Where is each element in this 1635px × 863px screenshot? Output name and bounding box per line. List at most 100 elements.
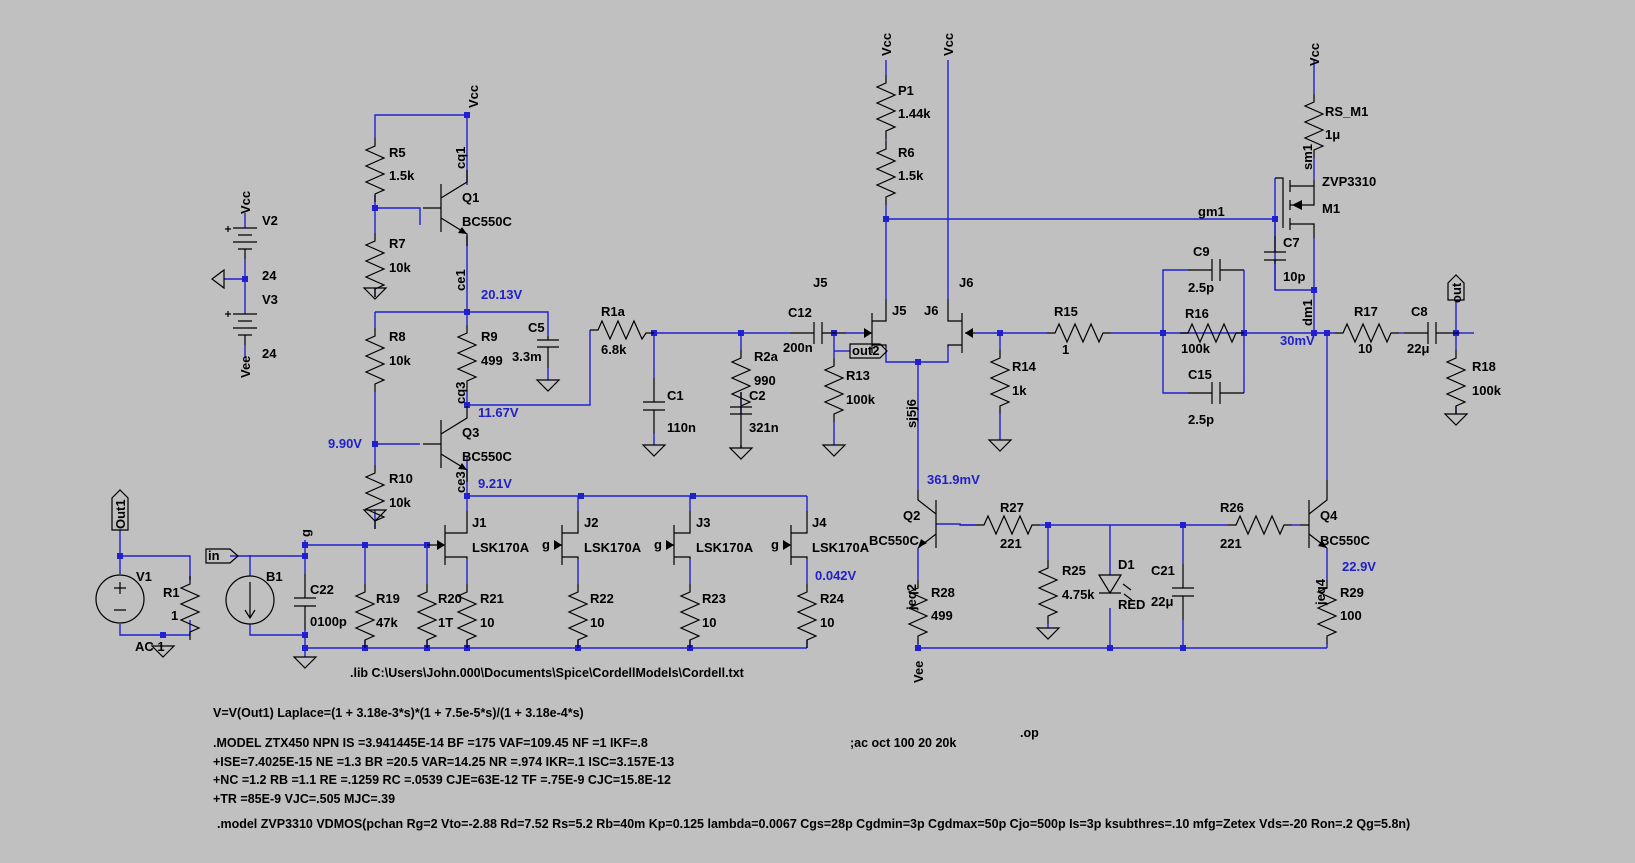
svg-text:10k: 10k (389, 495, 411, 510)
svg-text:R29: R29 (1340, 585, 1364, 600)
svg-text:Out1: Out1 (113, 499, 128, 529)
svg-text:ZVP3310: ZVP3310 (1322, 174, 1376, 189)
svg-text:ce3: ce3 (453, 471, 468, 493)
jfet-j6: J6 J6 (924, 275, 975, 353)
ground-r18 (1444, 413, 1468, 426)
resistor-r1a: R1a 6.8k (590, 304, 654, 357)
resistor-r18: R18 100k (1446, 349, 1502, 415)
svg-text:0100p: 0100p (310, 614, 347, 629)
svg-text:R9: R9 (481, 329, 498, 344)
port-in[interactable]: in (205, 548, 239, 564)
svg-text:R14: R14 (1012, 359, 1037, 374)
svg-text:g: g (654, 537, 662, 552)
ground-c1 (642, 444, 666, 457)
ground-input (293, 656, 317, 669)
svg-text:200n: 200n (783, 340, 813, 355)
resistor-r26: R26 221 (1220, 500, 1293, 551)
resistor-r22: R22 10 (568, 583, 614, 649)
model-npn-line-2: +ISE=7.4025E-15 NE =1.3 BR =20.5 VAR=14.… (213, 755, 674, 769)
svg-text:4.75k: 4.75k (1062, 587, 1095, 602)
svg-text:R21: R21 (480, 591, 504, 606)
svg-text:cq1: cq1 (453, 147, 468, 169)
resistor-r28: R28 499 (908, 579, 955, 645)
svg-text:LSK170A: LSK170A (812, 540, 870, 555)
svg-text:B1: B1 (266, 569, 283, 584)
svg-text:RS_M1: RS_M1 (1325, 104, 1368, 119)
svg-text:47k: 47k (376, 615, 398, 630)
transistor-q1: Q1 BC550C (422, 169, 512, 247)
svg-text:221: 221 (1000, 536, 1022, 551)
svg-text:R17: R17 (1354, 304, 1378, 319)
svg-text:221: 221 (1220, 536, 1242, 551)
svg-text:R20: R20 (438, 591, 462, 606)
svg-text:ce1: ce1 (453, 269, 468, 291)
transistor-q2: Q2 BC550C (869, 490, 937, 549)
resistor-r7: R7 10k (365, 232, 411, 298)
jfet-j2: J2 LSK170A g (542, 511, 642, 565)
jfet-j5: J5 J5 (813, 275, 906, 353)
voltage-q4-emitter: 22.9V (1342, 559, 1376, 574)
resistor-r1: R1 1 (163, 575, 200, 641)
svg-text:in: in (208, 548, 220, 563)
capacitor-c22: C22 0100p (293, 573, 347, 631)
svg-text:C22: C22 (310, 582, 334, 597)
port-out1[interactable]: Out1 (111, 489, 129, 531)
svg-text:J5: J5 (892, 303, 906, 318)
resistor-r24: R24 10 (797, 583, 845, 649)
svg-text:J3: J3 (696, 515, 710, 530)
svg-text:C8: C8 (1411, 304, 1428, 319)
svg-text:R10: R10 (389, 471, 413, 486)
model-npn-line-1: .MODEL ZTX450 NPN IS =3.941445E-14 BF =1… (213, 736, 648, 750)
net-labels: Vcc Vcc Vee Vcc Vcc Vcc Vee cq1 ce1 cq3 … (238, 33, 1328, 683)
svg-text:R15: R15 (1054, 304, 1078, 319)
resistor-r16: R16 100k (1179, 306, 1245, 356)
resistor-r17: R17 10 (1334, 304, 1400, 356)
svg-text:R1a: R1a (601, 304, 626, 319)
svg-text:R25: R25 (1062, 563, 1086, 578)
resistor-r15: R15 1 (1046, 304, 1112, 357)
svg-text:Vee: Vee (238, 356, 253, 378)
resistor-r21: R21 10 (457, 583, 504, 649)
capacitor-c15: C15 2.5p (1187, 367, 1245, 427)
resistor-r20: R20 1T (417, 583, 462, 649)
resistor-r29: R29 100 (1317, 579, 1364, 645)
svg-text:100k: 100k (1472, 383, 1502, 398)
voltage-labels: 20.13V 11.67V 9.90V 9.21V 0.042V 361.9mV… (328, 287, 1376, 583)
led-d1: D1 RED (1097, 557, 1145, 612)
port-out2[interactable]: out2 (849, 343, 888, 359)
voltage-ce3: 9.21V (478, 476, 512, 491)
port-out[interactable]: out (1447, 274, 1465, 303)
resistor-r5: R5 1.5k (365, 137, 415, 203)
svg-text:10k: 10k (389, 260, 411, 275)
resistor-r9: R9 499 (457, 324, 503, 390)
svg-text:1.5k: 1.5k (389, 168, 415, 183)
svg-text:cq3: cq3 (453, 382, 468, 404)
svg-text:C7: C7 (1283, 235, 1300, 250)
svg-text:Q3: Q3 (462, 425, 479, 440)
svg-text:Vcc: Vcc (1307, 43, 1322, 66)
svg-text:LSK170A: LSK170A (584, 540, 642, 555)
svg-text:R6: R6 (898, 145, 915, 160)
svg-text:Vcc: Vcc (466, 85, 481, 108)
resistor-r23: R23 10 (680, 583, 726, 649)
svg-text:1k: 1k (1012, 383, 1027, 398)
svg-text:R8: R8 (389, 329, 406, 344)
capacitor-c2: C2 321n (730, 388, 779, 448)
svg-text:Q2: Q2 (903, 508, 920, 523)
svg-text:gm1: gm1 (1198, 204, 1225, 219)
svg-text:22μ: 22μ (1407, 341, 1429, 356)
resistor-p1: P1 1.44k (876, 74, 931, 140)
voltage-j4-source: 0.042V (815, 568, 857, 583)
transistor-q3: Q3 BC550C (422, 405, 512, 483)
resistor-r19: R19 47k (355, 583, 400, 649)
svg-text:M1: M1 (1322, 201, 1340, 216)
resistor-r6: R6 1.5k (876, 140, 924, 206)
ground-r25 (1036, 627, 1060, 640)
svg-text:J5: J5 (813, 275, 827, 290)
svg-text:J4: J4 (812, 515, 827, 530)
svg-text:AC 1: AC 1 (135, 639, 165, 654)
svg-text:499: 499 (481, 353, 503, 368)
svg-text:R5: R5 (389, 145, 406, 160)
svg-text:10p: 10p (1283, 269, 1305, 284)
